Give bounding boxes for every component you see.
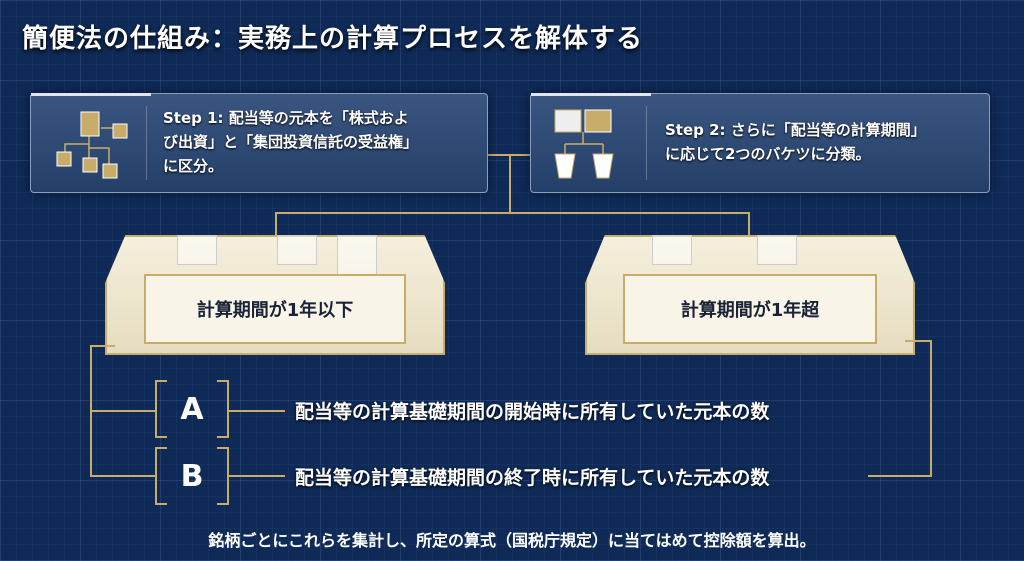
connector — [275, 212, 277, 237]
connector — [905, 340, 932, 342]
footer-note: 銘柄ごとにこれらを集計し、所定の算式（国税庁規定）に当てはめて控除額を算出。 — [208, 531, 816, 550]
bucket-long-term: 計算期間が1年超 — [585, 235, 915, 355]
step-1-text: び出資」と「集団投資信託の受益権」 — [163, 133, 419, 151]
hierarchy-cubes-icon — [49, 108, 129, 180]
item-a-description: 配当等の計算基礎期間の開始時に所有していた元本の数 — [295, 401, 770, 423]
glass-block — [757, 235, 797, 265]
connector — [748, 212, 750, 237]
connector — [509, 154, 511, 214]
step-1-card: Step 1: 配当等の元本を「株式およ び出資」と「集団投資信託の受益権」 に… — [30, 93, 488, 193]
step-2-text: Step 2: さらに「配当等の計算期間」 — [665, 121, 926, 139]
step-1-text: Step 1: 配当等の元本を「株式およ — [163, 109, 409, 127]
step-2-text: に応じて2つのバケツに分類。 — [665, 145, 871, 163]
label-b-text: B — [180, 458, 204, 494]
bucket-label: 計算期間が1年以下 — [196, 299, 354, 321]
connector — [90, 410, 155, 412]
connector — [868, 475, 932, 477]
divider — [146, 106, 147, 180]
label-b: B — [155, 447, 229, 505]
bucket-label: 計算期間が1年超 — [680, 299, 820, 321]
divider — [646, 106, 647, 180]
label-a-text: A — [180, 391, 204, 427]
connector — [930, 340, 932, 477]
glass-block — [652, 235, 692, 265]
connector — [90, 475, 155, 477]
glass-block — [177, 235, 217, 265]
calendar-buckets-icon — [551, 106, 631, 182]
glass-block — [277, 235, 317, 265]
connector — [229, 475, 285, 477]
connector — [275, 212, 750, 214]
label-a: A — [155, 380, 229, 438]
connector — [229, 410, 285, 412]
item-b-description: 配当等の計算基礎期間の終了時に所有していた元本の数 — [295, 467, 770, 489]
bucket-short-term: 計算期間が1年以下 — [105, 235, 445, 355]
connector — [90, 345, 115, 347]
page-title: 簡便法の仕組み：実務上の計算プロセスを解体する — [22, 24, 644, 54]
glass-block — [337, 235, 377, 275]
step-1-text: に区分。 — [163, 157, 224, 175]
step-2-card: Step 2: さらに「配当等の計算期間」 に応じて2つのバケツに分類。 — [530, 93, 990, 193]
